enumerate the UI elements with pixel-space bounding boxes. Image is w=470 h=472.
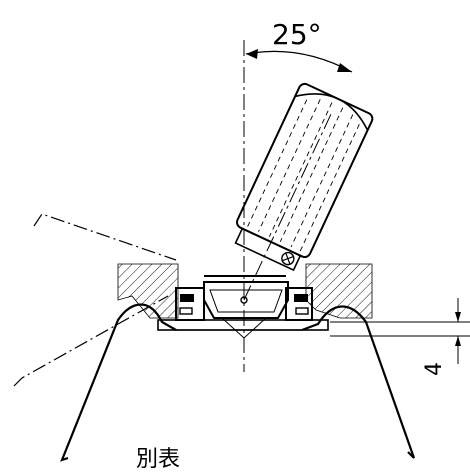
left-bracket xyxy=(175,287,205,321)
housing-outline xyxy=(60,303,416,462)
ceiling-panel-right xyxy=(305,263,373,319)
lamp-head-cap xyxy=(294,93,369,131)
angle-arc xyxy=(245,50,353,73)
housing-right-curve xyxy=(301,305,416,459)
right-screw xyxy=(295,307,309,315)
left-screw xyxy=(179,307,193,315)
tilt-axis xyxy=(243,111,333,301)
socket-inner xyxy=(209,289,283,313)
adjust-screw xyxy=(281,251,295,266)
mounting-base xyxy=(157,275,329,339)
angle-arrow-left xyxy=(246,49,258,59)
lamp-head-fins xyxy=(247,99,360,252)
socket-body xyxy=(203,281,289,319)
housing-left-curve xyxy=(60,303,177,462)
right-clip xyxy=(294,294,308,302)
angle-dimension: 25° xyxy=(245,18,353,73)
phantom-lines xyxy=(13,213,177,387)
phantom-line-upper xyxy=(33,213,177,261)
left-clip xyxy=(180,294,194,302)
angle-label: 25° xyxy=(272,18,322,51)
ceiling-panel-left xyxy=(117,263,179,319)
dim-arrow-bottom xyxy=(455,336,461,346)
dimension-label: 4 xyxy=(422,362,447,376)
phantom-line-lower xyxy=(13,295,169,387)
thickness-dimension: 4 xyxy=(330,298,470,376)
note-label: 別表 xyxy=(136,447,180,472)
center-lines xyxy=(243,40,333,372)
angle-arrow-right xyxy=(337,63,352,72)
ceiling-panel xyxy=(117,263,373,319)
dim-arrow-top xyxy=(455,312,461,322)
flange-plate xyxy=(157,319,329,331)
